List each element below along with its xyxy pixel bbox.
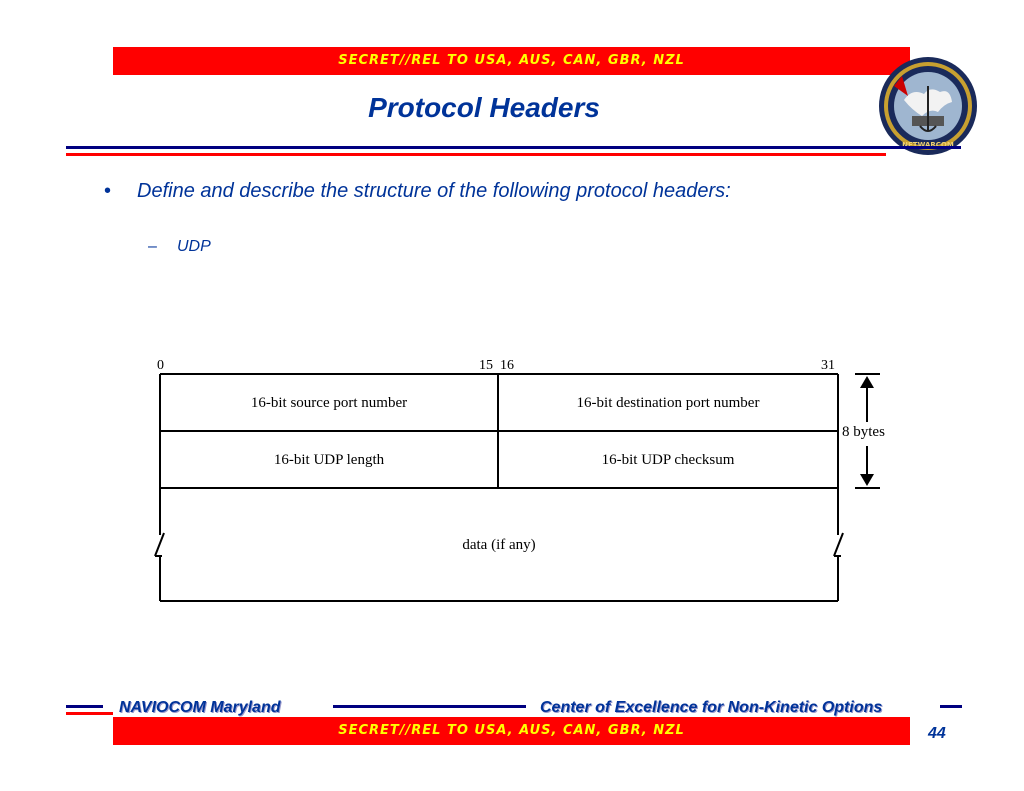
footer-rule-middle — [333, 705, 526, 708]
size-label: 8 bytes — [842, 424, 885, 440]
header-rule-red — [66, 153, 886, 156]
bit-label-15: 15 — [479, 358, 493, 373]
field-udp-length: 16-bit UDP length — [274, 452, 385, 468]
seal-logo: NETWARCOM — [879, 57, 977, 155]
footer-rule-right — [940, 705, 962, 708]
subbullet-marker: – — [148, 238, 157, 255]
field-data: data (if any) — [462, 537, 535, 553]
udp-header-diagram: 0 15 16 31 16-bit source port number 16-… — [154, 358, 885, 602]
slide-title: Protocol Headers — [368, 92, 600, 123]
bit-label-31: 31 — [821, 358, 835, 373]
classification-banner-top: SECRET//REL TO USA, AUS, CAN, GBR, NZL — [113, 47, 910, 75]
page-number: 44 — [928, 725, 946, 742]
bullet-marker: • — [104, 180, 112, 202]
footer-left: NAVIOCOM Maryland — [119, 699, 281, 716]
field-destination-port: 16-bit destination port number — [577, 395, 760, 411]
classification-banner-bottom: SECRET//REL TO USA, AUS, CAN, GBR, NZL — [113, 717, 910, 745]
field-udp-checksum: 16-bit UDP checksum — [602, 452, 735, 468]
bit-label-0: 0 — [157, 358, 164, 373]
footer-rule-red — [66, 712, 113, 715]
footer-rule-left — [66, 705, 103, 708]
header-rule-blue — [66, 146, 961, 149]
bit-label-16: 16 — [500, 358, 514, 373]
seal-ring-text: NETWARCOM — [902, 141, 954, 149]
subbullet-text: UDP — [177, 238, 211, 255]
footer-right: Center of Excellence for Non-Kinetic Opt… — [540, 699, 883, 716]
bullet-text: Define and describe the structure of the… — [137, 180, 731, 202]
field-source-port: 16-bit source port number — [251, 395, 407, 411]
